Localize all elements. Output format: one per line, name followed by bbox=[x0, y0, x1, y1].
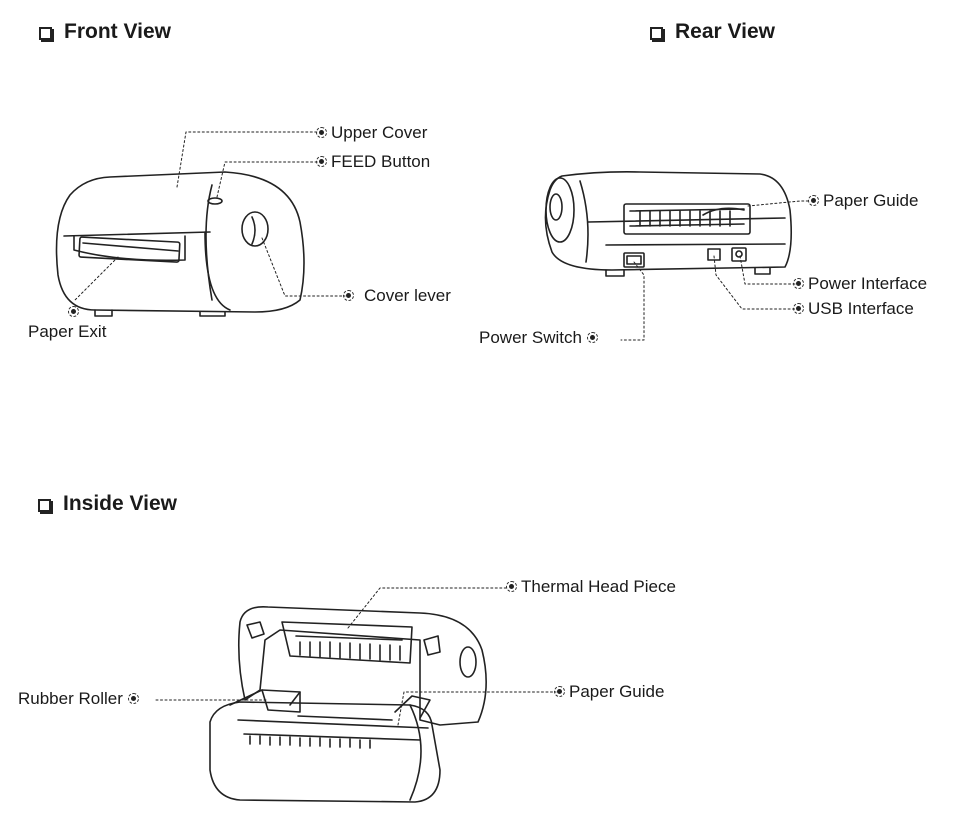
label-feed-button: FEED Button bbox=[331, 152, 431, 171]
inside-leaders bbox=[155, 587, 557, 726]
target-dot-icon bbox=[506, 580, 517, 592]
front-view-title: Front View bbox=[64, 20, 171, 43]
inside-view-title: Inside View bbox=[63, 492, 177, 515]
checkbox-square-icon bbox=[39, 26, 52, 40]
callout-feed-button: FEED Button bbox=[316, 152, 430, 172]
target-dot-icon bbox=[127, 692, 139, 704]
label-rubber-roller: Rubber Roller bbox=[18, 689, 123, 708]
target-dot-icon bbox=[68, 305, 79, 317]
target-dot-icon bbox=[554, 685, 565, 697]
front-leaders bbox=[74, 131, 346, 301]
checkbox-square-icon bbox=[38, 498, 51, 512]
label-power-switch: Power Switch bbox=[479, 328, 582, 347]
front-printer-drawing bbox=[55, 171, 305, 317]
callout-upper-cover: Upper Cover bbox=[316, 123, 427, 143]
rear-view-title: Rear View bbox=[675, 20, 776, 43]
rear-printer-drawing bbox=[544, 171, 792, 277]
callout-power-switch: Power Switch bbox=[479, 328, 598, 348]
label-paper-guide-inside: Paper Guide bbox=[569, 682, 665, 701]
label-usb-interface: USB Interface bbox=[808, 299, 914, 318]
callout-paper-guide-inside: Paper Guide bbox=[554, 682, 664, 702]
callout-thermal-head: Thermal Head Piece bbox=[506, 577, 676, 597]
checkbox-square-icon bbox=[650, 26, 663, 40]
callout-rubber-roller: Rubber Roller bbox=[18, 689, 139, 709]
callout-usb-interface: USB Interface bbox=[793, 299, 914, 319]
label-paper-exit: Paper Exit bbox=[28, 322, 107, 341]
target-dot-icon bbox=[808, 194, 819, 206]
inside-view-heading: Inside View bbox=[38, 492, 177, 516]
callout-paper-exit: Paper Exit bbox=[28, 302, 106, 342]
target-dot-icon bbox=[793, 302, 804, 314]
rear-view-heading: Rear View bbox=[650, 20, 775, 44]
target-dot-icon bbox=[586, 331, 598, 343]
callout-cover-lever: Cover lever bbox=[343, 286, 451, 306]
label-cover-lever: Cover lever bbox=[364, 286, 451, 305]
target-dot-icon bbox=[316, 155, 327, 167]
label-thermal-head: Thermal Head Piece bbox=[521, 577, 676, 596]
callout-power-interface: Power Interface bbox=[793, 274, 927, 294]
target-dot-icon bbox=[793, 277, 804, 289]
front-view-heading: Front View bbox=[39, 20, 171, 44]
label-power-interface: Power Interface bbox=[808, 274, 928, 293]
target-dot-icon bbox=[343, 289, 354, 301]
label-upper-cover: Upper Cover bbox=[331, 123, 428, 142]
rear-leaders bbox=[620, 200, 811, 341]
inside-printer-drawing bbox=[209, 605, 487, 803]
callout-paper-guide-rear: Paper Guide bbox=[808, 191, 918, 211]
target-dot-icon bbox=[316, 126, 327, 138]
label-paper-guide-rear: Paper Guide bbox=[823, 191, 919, 210]
